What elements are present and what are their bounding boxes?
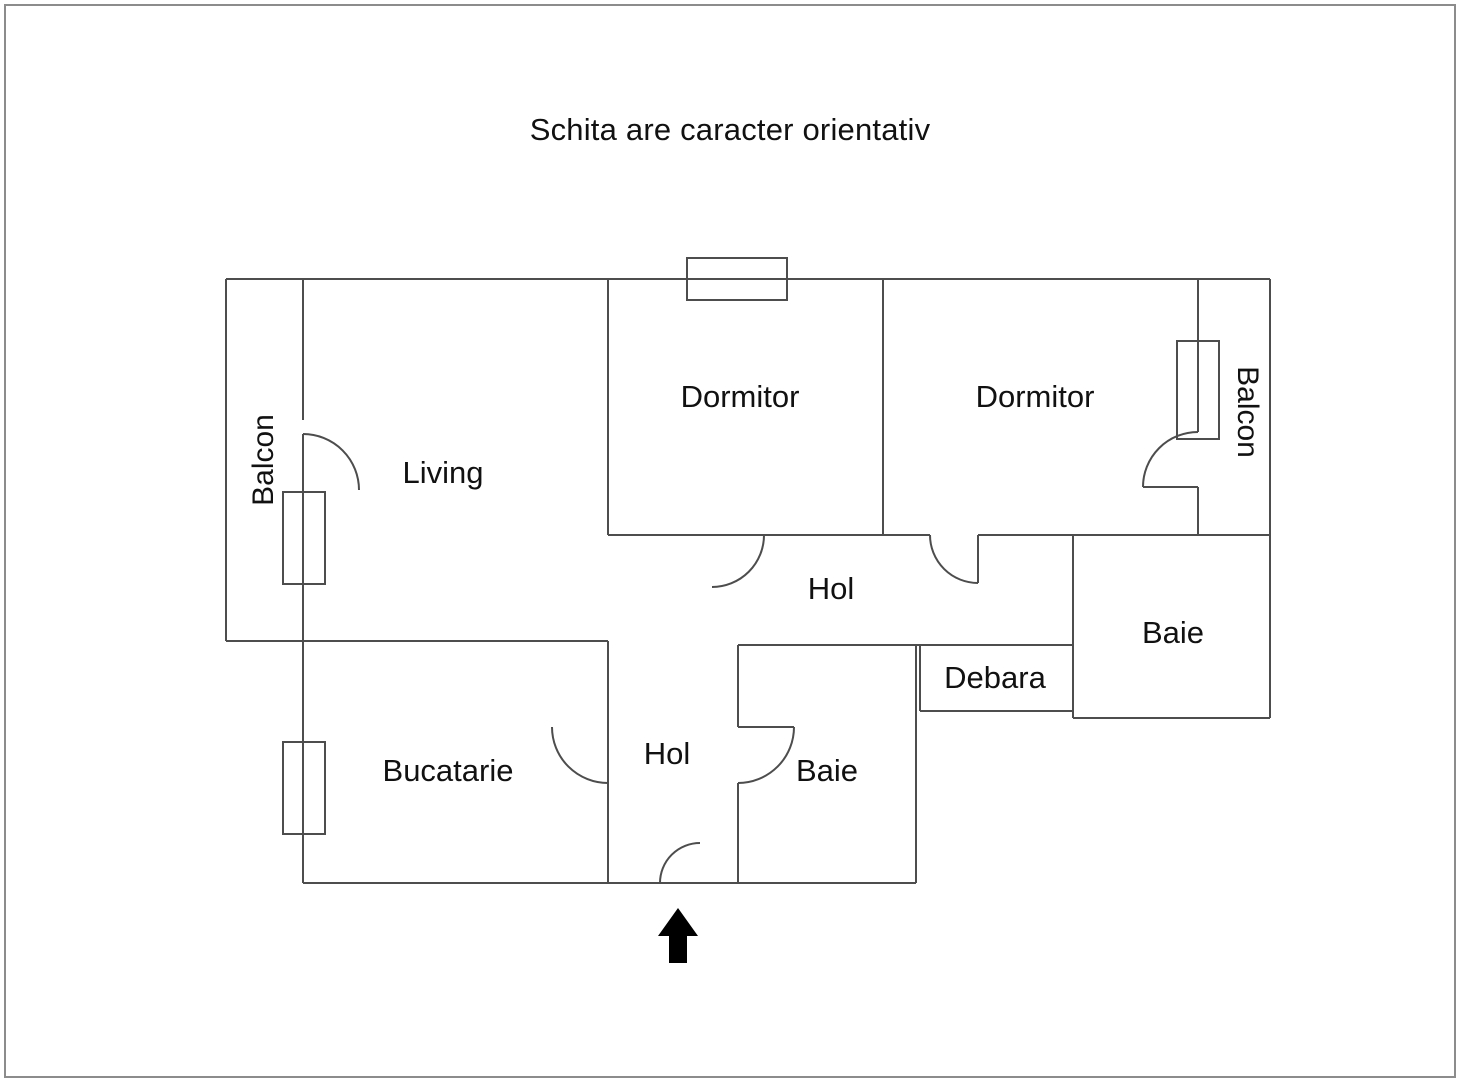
page-title-text: Schita are caracter orientativ [529, 112, 931, 147]
window-symbol [686, 257, 788, 301]
room-label-dormitor-2: Dormitor [975, 379, 1095, 414]
door-swing-arc [302, 433, 360, 491]
window-symbol [1176, 340, 1220, 440]
door-swing-arc [929, 534, 979, 584]
page-title: Schita are caracter orientativ [0, 112, 1460, 148]
window-symbol [282, 491, 326, 585]
door-swing-arc [659, 842, 701, 884]
door-swing-arc [711, 534, 765, 588]
door-swing-arc [551, 726, 609, 784]
room-label-balcon-left: Balcon [247, 414, 280, 506]
entrance-arrow-layer [658, 908, 698, 963]
room-label-bucatarie: Bucatarie [382, 753, 514, 788]
room-label-balcon-right: Balcon [1231, 366, 1264, 458]
room-label-living: Living [402, 455, 484, 490]
walls-layer [224, 277, 1272, 885]
door-swing-arc [1142, 431, 1199, 488]
room-label-baie-lower: Baie [795, 753, 859, 788]
room-label-debara: Debara [944, 660, 1046, 695]
room-label-baie-right: Baie [1141, 615, 1205, 650]
window-symbol [282, 741, 326, 835]
room-label-dormitor-1: Dormitor [680, 379, 800, 414]
doors-layer [302, 431, 1199, 884]
room-label-hol-lower: Hol [643, 736, 691, 771]
entrance-arrow-icon [658, 908, 698, 963]
door-swing-arc [737, 726, 795, 784]
room-label-hol-upper: Hol [807, 571, 855, 606]
windows-layer [282, 257, 1220, 835]
